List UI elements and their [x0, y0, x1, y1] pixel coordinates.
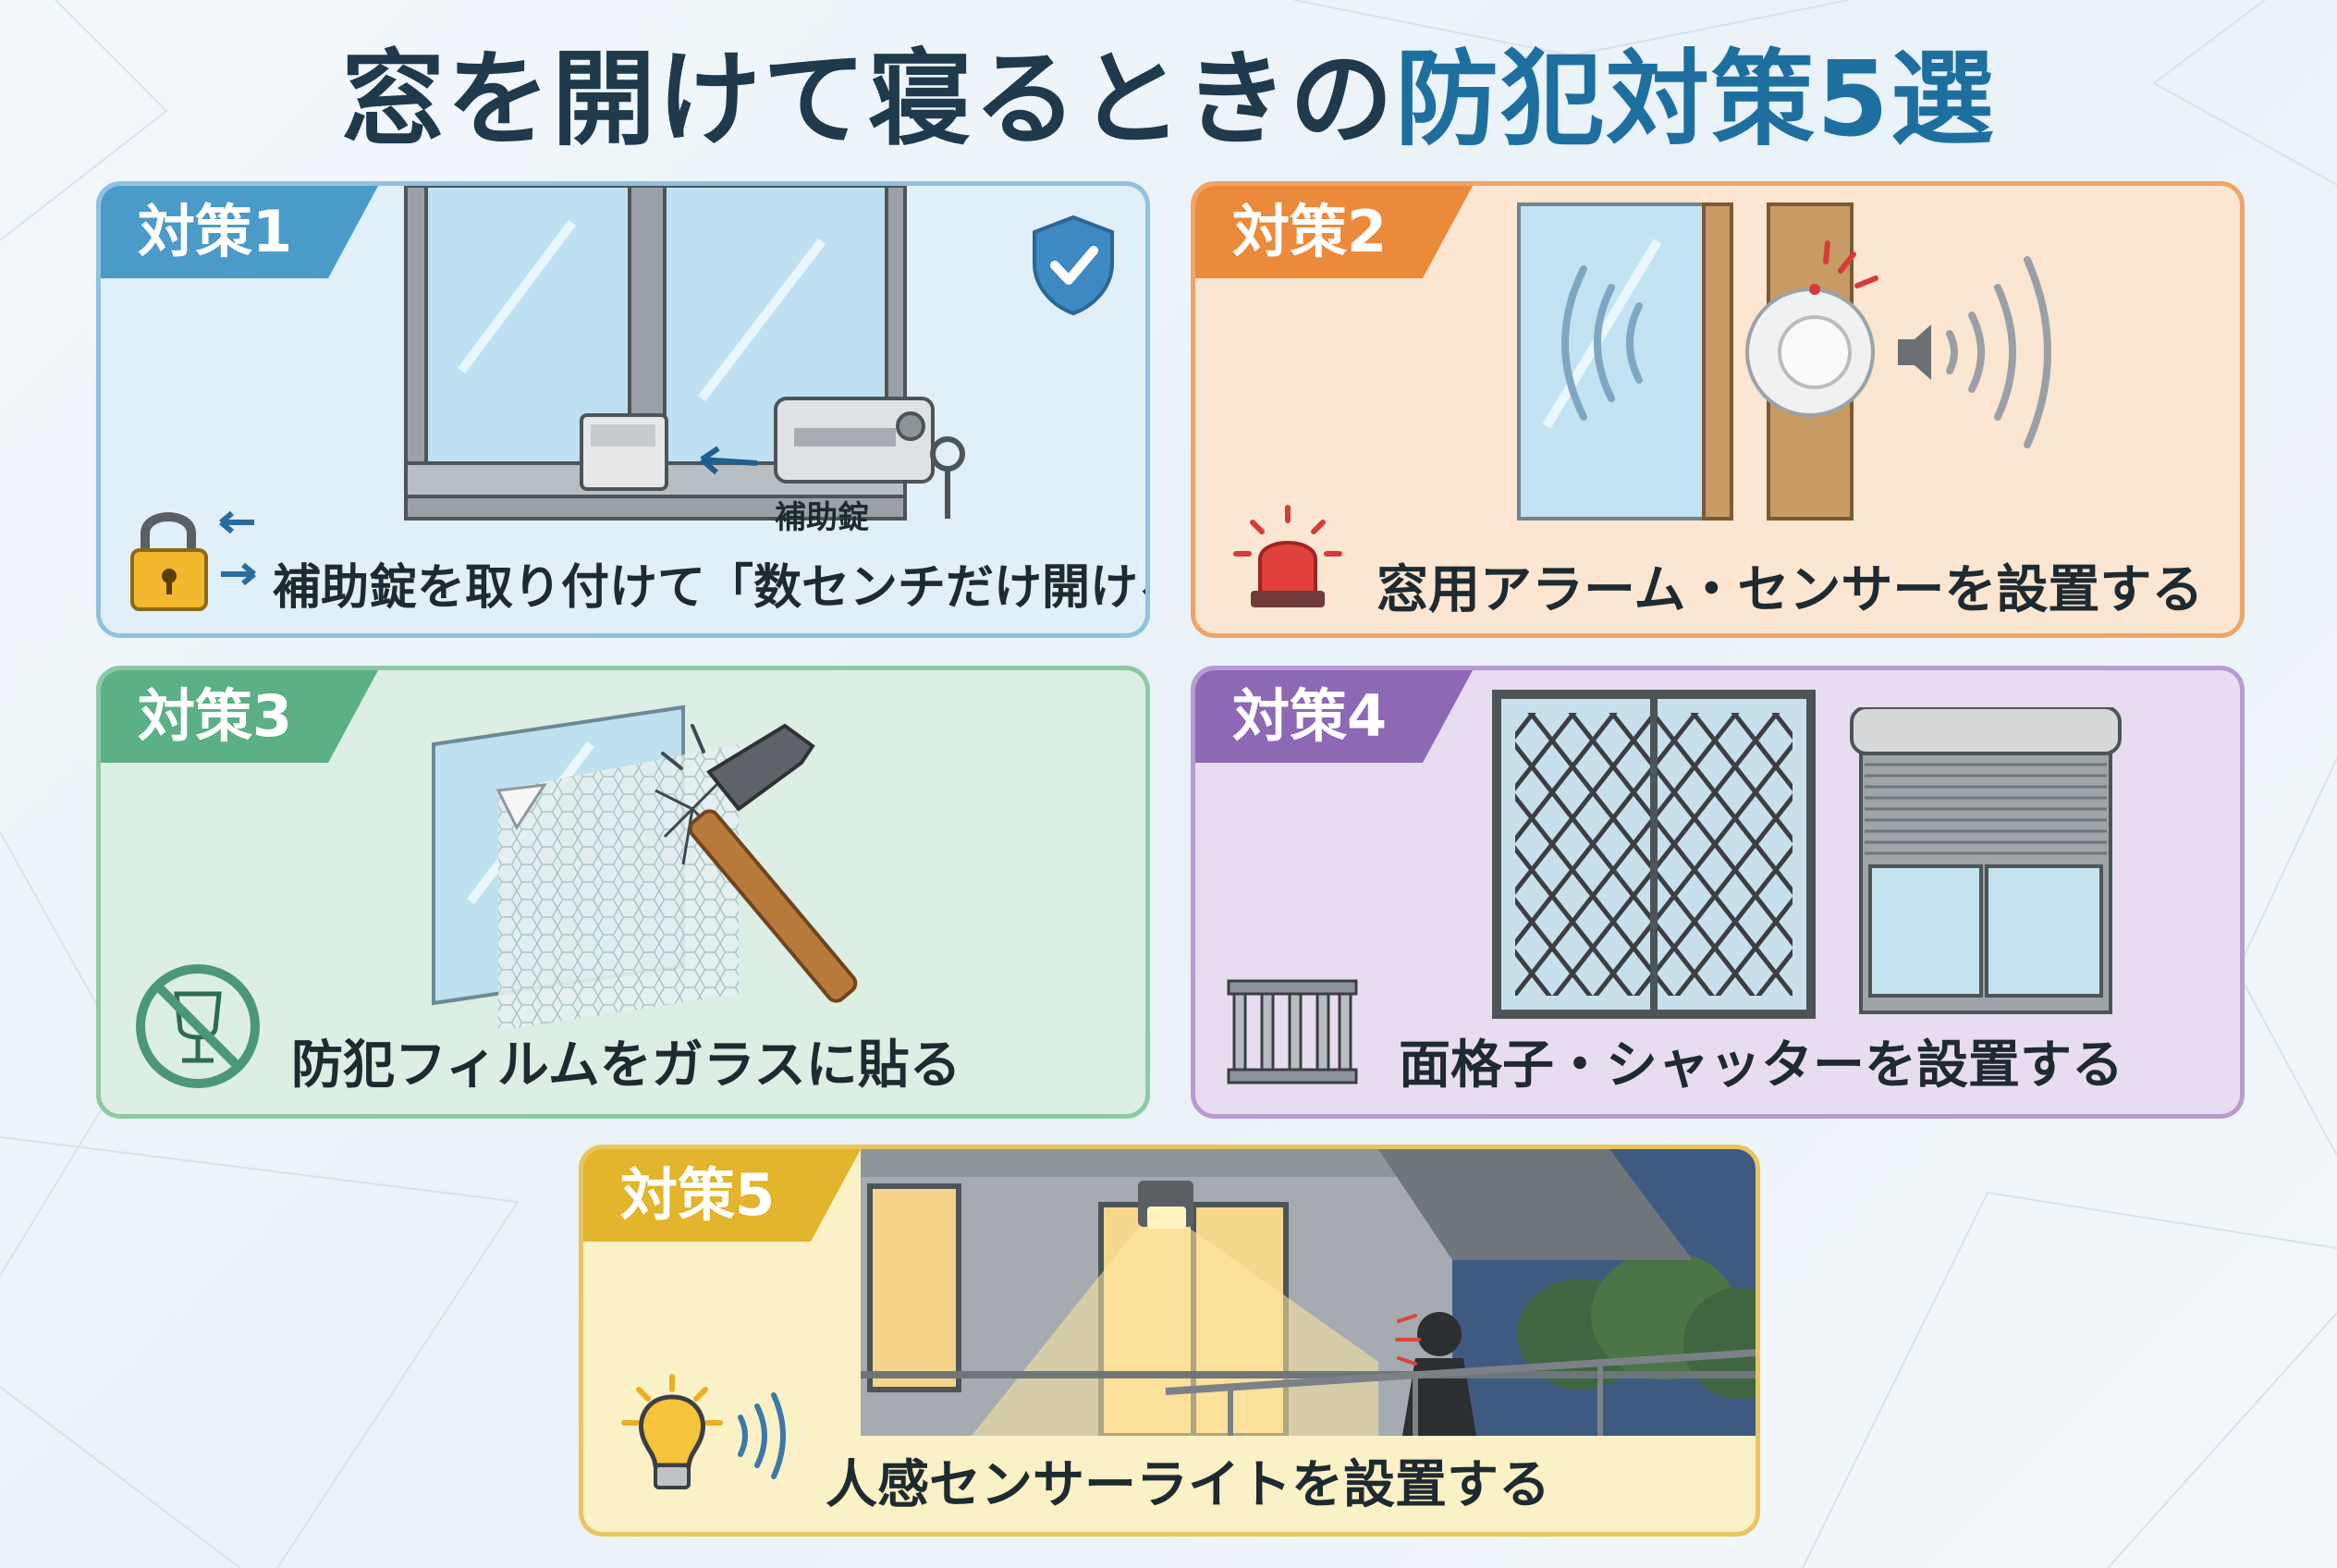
hammer-icon	[688, 723, 858, 1003]
card-caption: 窓用アラーム・センサーを設置する	[1377, 560, 2204, 620]
auxiliary-lock-illustration: 補助錠	[404, 186, 965, 536]
title-highlight: 防犯対策5選	[1395, 40, 1996, 160]
page-title: 窓を開けて寝るときの防犯対策5選	[0, 35, 2337, 165]
shield-check-icon	[1033, 214, 1114, 316]
siren-icon	[1233, 505, 1342, 607]
window-alarm-illustration	[1517, 202, 2051, 521]
shutter-illustration	[1850, 707, 2122, 1014]
padlock-icon	[130, 510, 256, 611]
card-tag: 対策5	[583, 1149, 861, 1242]
card-caption: 人感センサーライトを設置する	[826, 1455, 1550, 1515]
card-measure-5: 対策5 人感センサーライトを設置する	[579, 1145, 1760, 1537]
signal-waves-icon	[738, 1392, 786, 1479]
sensor-light-scene	[861, 1149, 1756, 1436]
card-tag: 対策2	[1195, 186, 1473, 278]
card-tag: 対策4	[1195, 670, 1473, 763]
security-film-illustration	[432, 704, 858, 1031]
auxiliary-lock-label: 補助錠	[775, 499, 869, 536]
lattice-grille-illustration	[1492, 690, 1816, 1019]
card-measure-4: 対策4 面格子・シャッターを設置す	[1191, 666, 2245, 1119]
card-measure-3: 対策3 防犯フィルムをガラスに貼る	[96, 666, 1150, 1119]
no-broken-glass-icon	[136, 964, 260, 1088]
card-measure-1: 対策1 補助錠 補助錠を取り付けて「数センチだけ開ける」	[96, 181, 1150, 638]
title-main: 窓を開けて寝るときの	[341, 40, 1396, 160]
light-bulb-icon	[621, 1374, 786, 1489]
card-measure-2: 対策2	[1191, 181, 2245, 638]
card-caption: 補助錠を取り付けて「数センチだけ開ける」	[273, 560, 1150, 616]
card-caption: 面格子・シャッターを設置する	[1399, 1035, 2123, 1096]
card-tag: 対策1	[101, 186, 378, 278]
card-tag: 対策3	[101, 670, 378, 763]
grille-icon	[1227, 979, 1358, 1084]
card-caption: 防犯フィルムをガラスに貼る	[291, 1035, 961, 1096]
